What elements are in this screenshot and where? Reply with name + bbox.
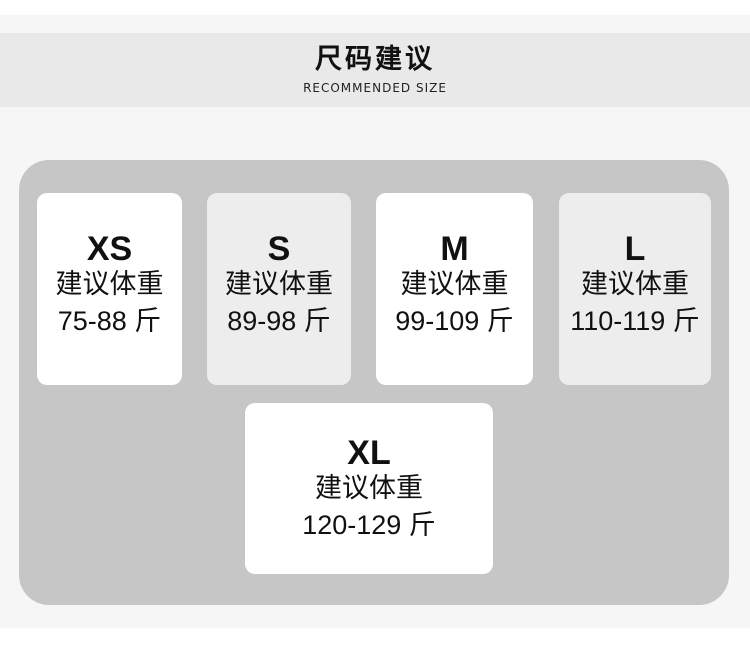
page-title: 尺码建议: [315, 44, 435, 75]
weight-label: 建议体重: [225, 269, 333, 300]
weight-range: 99-109 斤: [395, 306, 514, 336]
size-name: L: [624, 230, 646, 268]
weight-range: 89-98 斤: [227, 306, 331, 336]
weight-range: 75-88 斤: [57, 306, 162, 336]
size-name: S: [267, 230, 291, 268]
size-name: XS: [86, 230, 133, 268]
weight-label: 建议体重: [400, 269, 509, 300]
weight-range: 120-129 斤: [302, 510, 436, 540]
weight-label: 建议体重: [55, 269, 164, 300]
size-name: M: [440, 230, 469, 268]
page-subtitle: RECOMMENDED SIZE: [303, 81, 447, 95]
header-band: 尺码建议 RECOMMENDED SIZE: [0, 33, 750, 107]
weight-range: 110-119 斤: [570, 306, 700, 336]
weight-label: 建议体重: [581, 269, 689, 300]
size-name: XL: [347, 434, 391, 472]
weight-label: 建议体重: [315, 473, 423, 504]
